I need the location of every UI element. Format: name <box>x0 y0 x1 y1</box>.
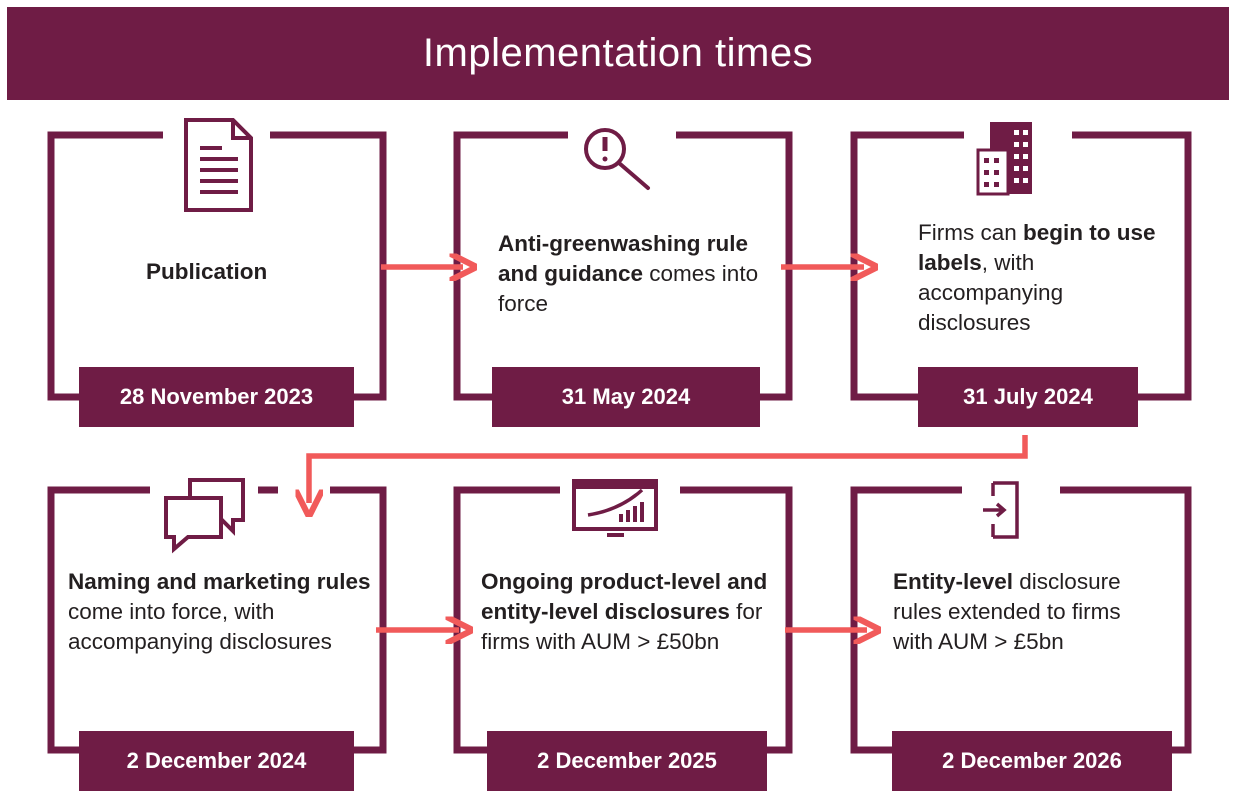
date-label: 28 November 2023 <box>79 367 354 427</box>
stage-description: Anti-greenwashing rule and guidance come… <box>498 231 759 316</box>
stage-description: Publication <box>146 259 268 284</box>
date-label: 31 May 2024 <box>492 367 760 427</box>
growth-chart-monitor-icon <box>572 479 658 537</box>
stage-frame <box>47 486 387 754</box>
stage-description: Ongoing product-level and entity-level d… <box>481 569 768 654</box>
speech-bubbles-icon <box>164 478 245 554</box>
date-label: 2 December 2026 <box>892 731 1172 791</box>
document-icon <box>184 118 253 212</box>
date-label: 31 July 2024 <box>918 367 1138 427</box>
date-label: 2 December 2025 <box>487 731 767 791</box>
title-banner: Implementation times <box>7 7 1229 100</box>
enter-door-icon <box>983 481 1019 539</box>
date-label: 2 December 2024 <box>79 731 354 791</box>
page-title: Implementation times <box>422 31 814 75</box>
stage-description: Entity-level disclosure rules extended t… <box>893 569 1121 654</box>
building-icon <box>976 122 1032 196</box>
stage-description: Firms can begin to use labels, with acco… <box>918 220 1156 335</box>
arrow-down-connector <box>309 435 1028 503</box>
stage-description: Naming and marketing rules come into for… <box>68 569 371 654</box>
magnifier-alert-icon <box>584 128 650 190</box>
